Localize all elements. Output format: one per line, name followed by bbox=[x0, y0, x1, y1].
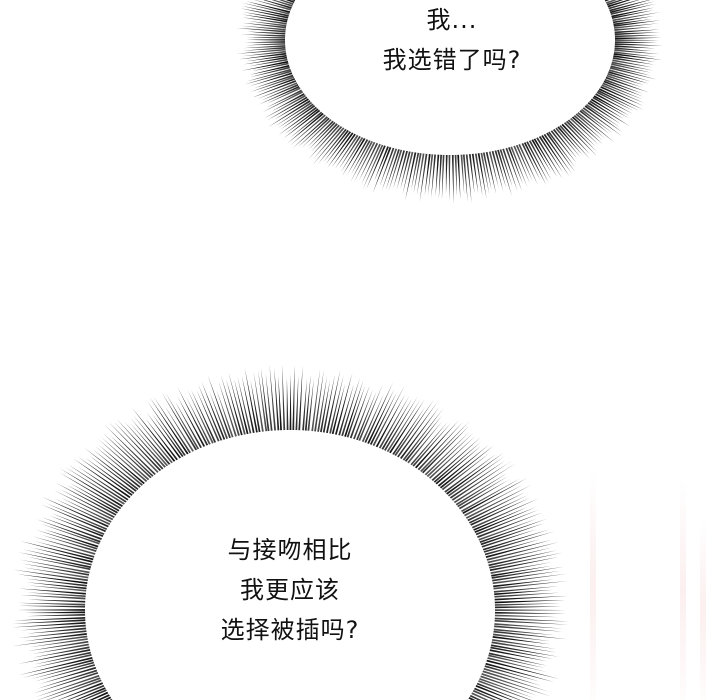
speech-line: 选择被插吗? bbox=[220, 616, 360, 644]
background-stripe bbox=[680, 480, 686, 700]
burst-bubble-top bbox=[236, 0, 663, 204]
background-stripe bbox=[700, 520, 706, 700]
speech-line: 我选错了吗? bbox=[382, 46, 522, 74]
burst-bubble-bottom bbox=[11, 364, 570, 700]
speech-line: 我更应该 bbox=[240, 576, 340, 604]
speech-bubble-text-top: 我... 我选错了吗? bbox=[383, 0, 522, 80]
speech-bubble-text-bottom: 与接吻相比 我更应该 选择被插吗? bbox=[221, 530, 360, 650]
speech-line: 与接吻相比 bbox=[227, 536, 353, 564]
speech-line: 我... bbox=[426, 6, 478, 34]
background-stripe bbox=[590, 470, 596, 700]
